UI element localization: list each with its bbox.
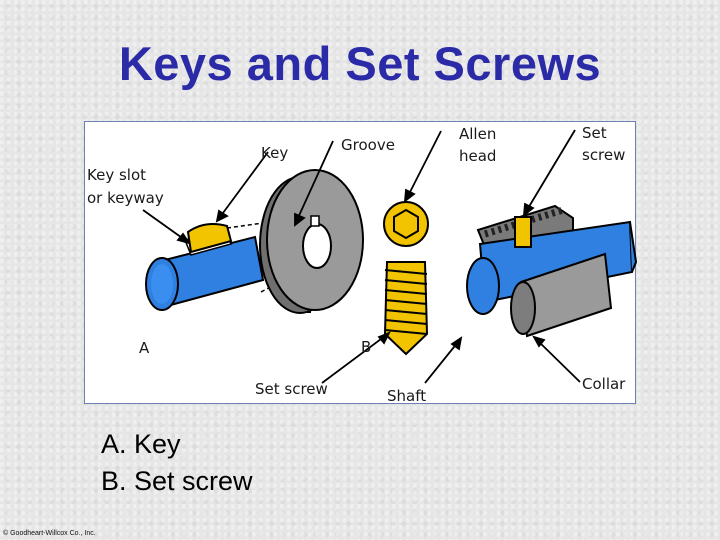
allen-head-view <box>384 202 428 246</box>
label-part-a: A <box>139 339 150 357</box>
slide-title: Keys and Set Screws <box>0 36 720 91</box>
caption-a: A. Key <box>101 426 253 463</box>
label-key-slot-line1: Key slot <box>87 166 146 184</box>
label-shaft: Shaft <box>387 387 426 405</box>
set-screw-b <box>385 262 427 354</box>
keys-set-screws-diagram: Key Groove Allen head Set screw Key slot… <box>84 121 636 404</box>
caption-list: A. Key B. Set screw <box>101 426 253 500</box>
label-groove: Groove <box>341 136 395 154</box>
label-part-b: B <box>361 338 371 356</box>
label-set-screw-bottom: Set screw <box>255 380 328 398</box>
pulley-a <box>260 170 363 313</box>
collar-assembly <box>467 206 636 336</box>
label-collar: Collar <box>582 375 626 393</box>
label-key: Key <box>261 144 288 162</box>
label-allen-head-line1: Allen <box>459 125 496 143</box>
caption-b: B. Set screw <box>101 463 253 500</box>
label-allen-head-line2: head <box>459 147 496 165</box>
copyright-notice: © Goodheart-Willcox Co., Inc. <box>3 530 96 537</box>
label-set-screw-top-line1: Set <box>582 124 607 142</box>
label-key-slot-line2: or keyway <box>87 189 164 207</box>
label-set-screw-top-line2: screw <box>582 146 625 164</box>
